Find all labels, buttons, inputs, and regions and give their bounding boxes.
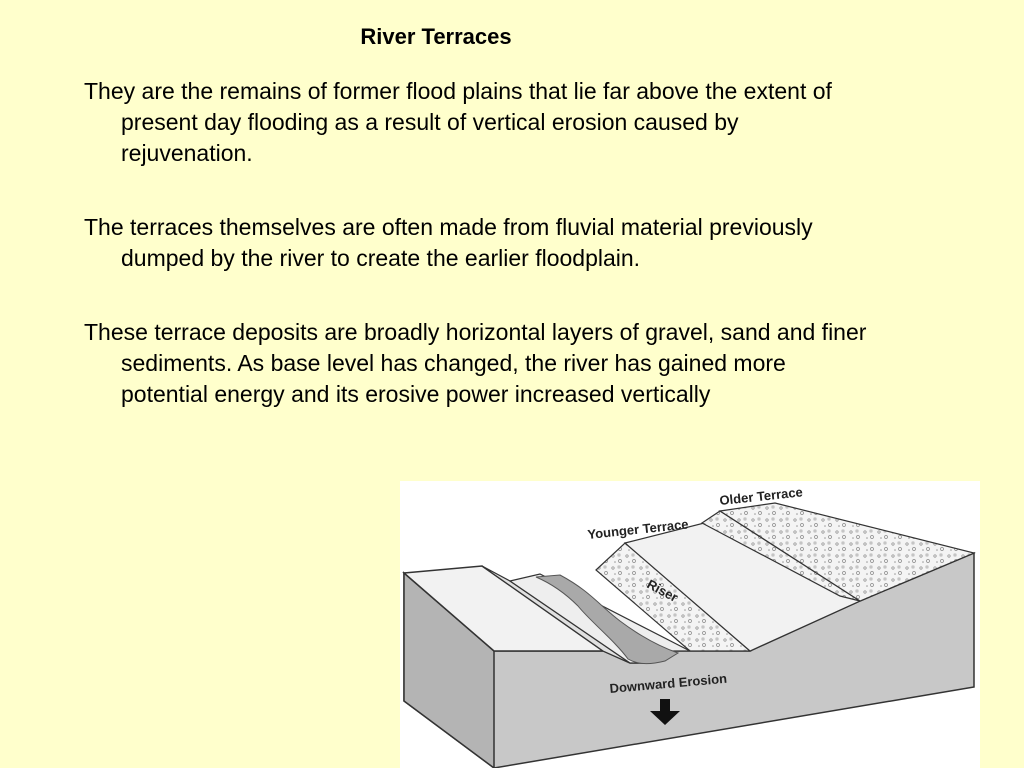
- down-arrow-icon: [650, 699, 680, 725]
- terrace-block-illustration: Older Terrace Younger Terrace Riser Down…: [402, 484, 976, 768]
- river-channel: [535, 574, 680, 665]
- slide-title: River Terraces: [360, 24, 512, 49]
- older-terrace-surface: [718, 502, 976, 602]
- river-terrace-diagram: Older Terrace Younger Terrace Riser Down…: [400, 481, 980, 768]
- bullet-2: The terraces themselves are often made f…: [84, 214, 813, 271]
- bullet-1: They are the remains of former flood pla…: [84, 78, 832, 166]
- bullet-list: They are the remains of former flood pla…: [84, 76, 874, 453]
- bullet-3: These terrace deposits are broadly horiz…: [84, 319, 867, 407]
